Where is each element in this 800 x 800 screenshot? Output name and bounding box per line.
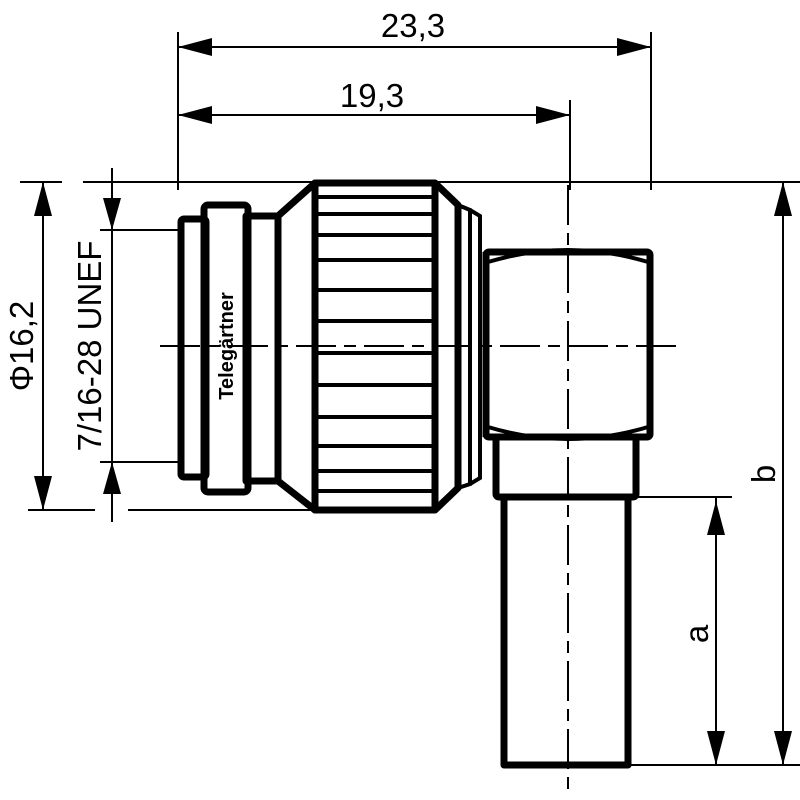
dimension-thread: 7/16-28 UNEF — [71, 168, 178, 522]
cable-sleeve — [500, 493, 632, 769]
overall-height-label: b — [745, 465, 782, 483]
sleeve-length-label: a — [678, 624, 715, 643]
thread-spec-label: 7/16-28 UNEF — [71, 241, 108, 452]
overall-length-label: 23,3 — [381, 7, 445, 44]
ferrule-neck — [492, 433, 640, 501]
dimension-nut-diameter: Φ16,2 — [3, 182, 52, 510]
dimension-overall-height: b — [745, 182, 792, 765]
center-lines — [160, 185, 680, 790]
nut-diameter-label: Φ16,2 — [3, 301, 40, 392]
dimension-overall-length: 23,3 — [177, 7, 652, 190]
connector-front-thread: Telegärtner — [177, 201, 282, 496]
dimension-sleeve-length: a — [630, 496, 800, 766]
dimension-body-length: 19,3 — [178, 77, 571, 190]
brand-label: Telegärtner — [216, 292, 238, 400]
body-length-label: 19,3 — [340, 77, 404, 114]
